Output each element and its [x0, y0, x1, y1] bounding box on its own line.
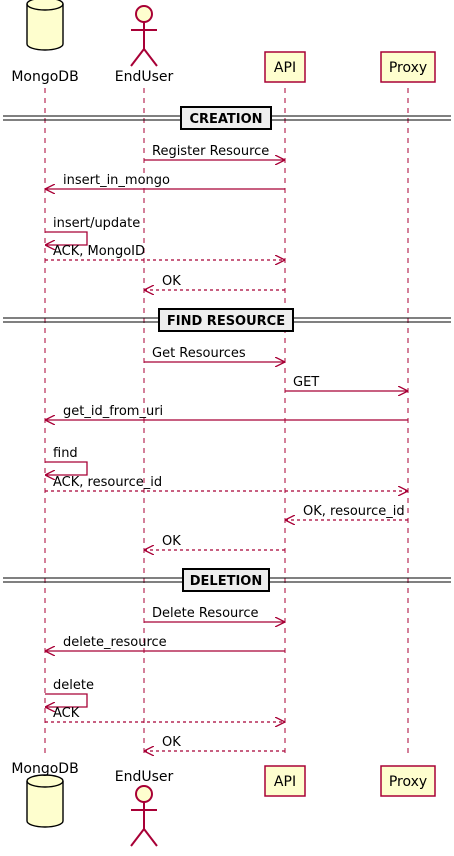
message: insert/update — [45, 216, 140, 245]
message-label: Delete Resource — [152, 606, 258, 621]
participant-mongo-top: MongoDB — [11, 0, 79, 85]
message-label: insert/update — [53, 216, 140, 231]
message: delete — [45, 678, 94, 707]
section-title: FIND RESOURCE — [167, 314, 285, 329]
message-label: delete_resource — [63, 635, 167, 650]
participant-api-top: API — [264, 51, 306, 83]
self-message-arrow — [45, 461, 88, 475]
message-label: delete — [53, 678, 94, 693]
participant-proxy-top: Proxy — [380, 51, 436, 83]
participant-box — [264, 51, 306, 83]
message: get_id_from_uri — [46, 404, 408, 420]
participant-label: Proxy — [389, 60, 427, 76]
participant-label: MongoDB — [11, 761, 78, 777]
message-label: OK, resource_id — [303, 504, 405, 519]
message-label: OK — [162, 274, 181, 289]
message: find — [45, 446, 88, 475]
message: ACK, resource_id — [45, 475, 407, 491]
self-message-arrow — [45, 231, 88, 245]
message: Delete Resource — [144, 606, 284, 622]
message-label: Register Resource — [152, 144, 269, 159]
message-label: find — [53, 446, 78, 461]
participant-user-bottom: EndUser — [115, 769, 174, 847]
message: Register Resource — [144, 144, 284, 160]
actor-icon — [130, 5, 158, 67]
message-label: ACK, resource_id — [53, 475, 162, 490]
participant-user-top: EndUser — [115, 5, 174, 85]
message-label: OK — [162, 735, 181, 750]
section-title: DELETION — [190, 574, 262, 589]
message: OK, resource_id — [286, 504, 408, 520]
message: Get Resources — [144, 346, 284, 362]
message-label: get_id_from_uri — [63, 404, 163, 419]
participant-mongo-bottom: MongoDB — [11, 761, 79, 828]
participant-label: Proxy — [389, 774, 427, 790]
self-message-arrow — [45, 693, 88, 707]
message: delete_resource — [46, 635, 285, 651]
section-title-box — [182, 568, 270, 592]
message: OK — [145, 534, 285, 550]
participant-box — [264, 765, 306, 797]
section-divider: CREATION — [3, 106, 451, 130]
message: OK — [145, 274, 285, 290]
section-title: CREATION — [189, 112, 262, 127]
message-label: GET — [293, 375, 319, 390]
participant-label: MongoDB — [11, 69, 78, 85]
message: OK — [145, 735, 285, 751]
participant-label: API — [274, 60, 296, 76]
section-title-box — [180, 106, 272, 130]
database-icon — [26, 774, 64, 828]
participant-label: EndUser — [115, 769, 174, 785]
section-title-box — [158, 308, 294, 332]
participant-proxy-bottom: Proxy — [380, 765, 436, 797]
participant-api-bottom: API — [264, 765, 306, 797]
message-label: OK — [162, 534, 181, 549]
message-label: insert_in_mongo — [63, 173, 170, 188]
section-divider: FIND RESOURCE — [3, 308, 451, 332]
message-label: Get Resources — [152, 346, 246, 361]
message: ACK, MongoID — [45, 244, 284, 260]
section-divider: DELETION — [3, 568, 451, 592]
participant-box — [380, 765, 436, 797]
message: GET — [285, 375, 407, 391]
message: ACK — [45, 706, 284, 722]
database-icon — [26, 0, 64, 51]
message-label: ACK — [53, 706, 80, 721]
message: insert_in_mongo — [46, 173, 285, 189]
message-label: ACK, MongoID — [53, 244, 145, 259]
participant-label: API — [274, 774, 296, 790]
participant-label: EndUser — [115, 69, 174, 85]
actor-icon — [130, 785, 158, 847]
participant-box — [380, 51, 436, 83]
